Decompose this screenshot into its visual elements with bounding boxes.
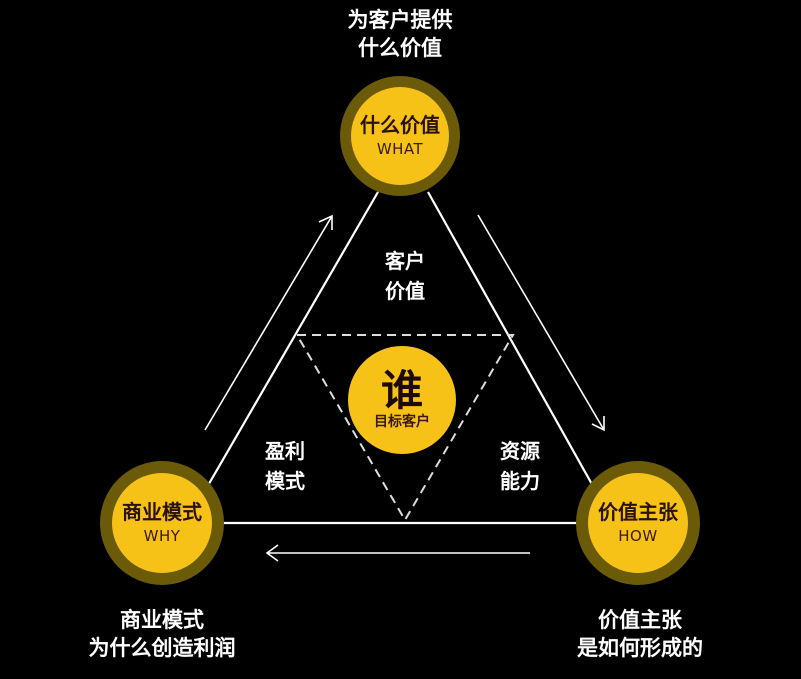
inner-label-resource-capability: 资源 能力: [480, 436, 560, 496]
inner-label-top-line1: 客户: [385, 249, 425, 273]
inner-label-top-line2: 价值: [385, 279, 425, 303]
inner-label-right-line2: 能力: [500, 469, 540, 493]
node-what-title: 什么价值: [360, 113, 440, 137]
why-caption: 商业模式 为什么创造利润: [72, 606, 252, 662]
why-caption-line2: 为什么创造利润: [88, 636, 236, 660]
node-what: 什么价值 WHAT: [340, 76, 460, 196]
node-why: 商业模式 WHY: [100, 461, 224, 585]
node-how-title: 价值主张: [598, 500, 678, 524]
inner-label-right-line1: 资源: [500, 439, 540, 463]
arrow-what-to-how: [477, 214, 605, 432]
node-what-subtitle: WHAT: [376, 140, 424, 158]
how-caption-line2: 是如何形成的: [577, 636, 703, 660]
edge-what-why: [187, 191, 379, 521]
how-caption-line1: 价值主张: [598, 608, 682, 632]
node-why-title: 商业模式: [122, 500, 202, 524]
node-how: 价值主张 HOW: [576, 461, 700, 585]
inner-label-left-line1: 盈利: [265, 439, 305, 463]
inner-label-customer-value: 客户 价值: [360, 246, 450, 306]
arrow-why-to-what: [204, 214, 333, 431]
node-center-title: 谁: [380, 366, 423, 415]
how-caption: 价值主张 是如何形成的: [560, 606, 720, 662]
what-caption-line1: 为客户提供: [347, 8, 453, 32]
dashed-inner-triangle: [295, 334, 515, 522]
what-caption-line2: 什么价值: [358, 36, 442, 60]
node-how-subtitle: HOW: [618, 527, 658, 545]
edge-what-how: [427, 191, 613, 521]
node-why-subtitle: WHY: [143, 527, 181, 545]
node-center-subtitle: 目标客户: [374, 414, 430, 430]
node-center: 谁 目标客户: [348, 346, 456, 454]
inner-label-left-line2: 模式: [265, 469, 305, 493]
why-caption-line1: 商业模式: [120, 608, 204, 632]
inner-label-profit-model: 盈利 模式: [245, 436, 325, 496]
what-caption: 为客户提供 什么价值: [330, 6, 470, 62]
arrow-how-to-why: [265, 544, 530, 562]
